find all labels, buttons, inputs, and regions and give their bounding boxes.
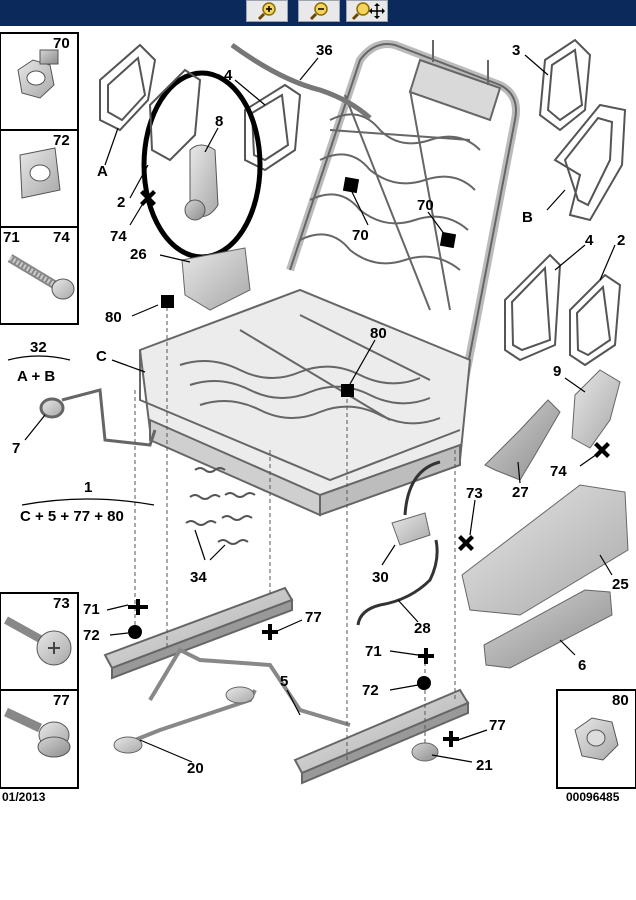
magnifier-move-icon [351,2,385,21]
magnifier-minus-icon [309,2,328,21]
foot-21 [411,742,439,762]
detail-circle-8 [141,68,263,260]
pan-button[interactable] [346,0,388,22]
springs-34 [185,467,256,545]
callout-74-a: 74 [110,228,127,245]
callout-25: 25 [612,576,629,593]
callout-80-a: 80 [105,309,122,326]
zoom-in-button[interactable] [246,0,288,22]
cable-28 [356,539,439,626]
callout-4-right: 4 [585,232,594,249]
foot-20 [113,736,143,754]
callout-77-a: 77 [305,609,322,626]
zoom-out-button[interactable] [298,0,340,22]
part-label-74: 74 [53,229,70,246]
part-label-77: 77 [53,692,70,709]
seat-rail-left [103,586,294,680]
callout-70-a: 70 [352,227,369,244]
callout-C: C [96,348,107,365]
alignment-lines [134,300,456,760]
screw-77-image [4,707,71,758]
part-label-71: 71 [3,229,20,246]
markers [128,176,610,747]
frame-part-3 [538,38,592,132]
wire-30 [403,460,441,516]
callout-2-left: 2 [117,194,125,211]
seat-back-frame [286,40,520,381]
magnifier-plus-icon [257,2,276,21]
callout-3: 3 [512,42,520,59]
left-lower-parts-panel [0,592,79,789]
toolbar [0,0,636,26]
part-label-80: 80 [612,692,629,709]
frame-part-A [99,43,157,132]
callout-A-plus-B: A + B [17,368,55,385]
callout-7: 7 [12,440,20,457]
callout-27: 27 [512,484,529,501]
screw-73-image [4,616,72,666]
callout-72-b: 72 [362,682,379,699]
bracket-26 [181,247,251,311]
diagram-reference: 00096485 [566,790,620,804]
callout-2-right: 2 [617,232,625,249]
leader-lines [7,54,616,763]
callout-26: 26 [130,246,147,263]
callout-32: 32 [30,339,47,356]
bar-5 [148,647,351,727]
frame-part-2-right [569,273,622,367]
right-parts-panel [556,689,636,789]
callout-A: A [97,163,108,180]
callout-72-a: 72 [83,627,100,644]
callout-70-b: 70 [417,197,434,214]
callout-71-a: 71 [83,601,100,618]
diagram-date: 01/2013 [2,790,46,804]
part-label-73: 73 [53,595,70,612]
callout-C-5-77-80: C + 5 + 77 + 80 [20,508,124,525]
callout-labels: 36 3 4 8 70 70 A 2 74 B 4 2 26 80 80 32 … [12,42,629,777]
cover-6 [483,589,613,669]
callout-1: 1 [84,479,92,496]
side-cover-25 [461,484,629,616]
callout-4-left: 4 [224,67,233,84]
cable-36 [230,42,372,120]
seat-rail-right [293,688,470,785]
frame-part-4-right [504,253,562,362]
callout-B: B [522,209,533,226]
washer-72-image [19,147,61,199]
callout-28: 28 [414,620,431,637]
part-label-72: 72 [53,132,70,149]
callout-34: 34 [190,569,207,586]
callout-74-b: 74 [550,463,567,480]
callout-9: 9 [553,363,561,380]
left-parts-panel [0,32,79,325]
cover-9 [571,369,621,449]
callout-30: 30 [372,569,389,586]
callout-71-b: 71 [365,643,382,660]
seat-exploded-diagram: 70 72 71 74 73 77 80 [0,32,636,789]
frame-part-4-left [244,83,302,172]
callout-36: 36 [316,42,333,59]
part-label-70: 70 [53,35,70,52]
callout-6: 6 [578,657,586,674]
seat-base-frame [138,288,472,517]
callout-21: 21 [476,757,493,774]
bracket-30 [391,512,431,546]
callout-20: 20 [187,760,204,777]
callout-73: 73 [466,485,483,502]
callout-80-b: 80 [370,325,387,342]
frame-part-B [553,103,627,222]
callout-5: 5 [280,673,288,690]
callout-8: 8 [215,113,223,130]
nut-70-image [17,49,59,99]
trim-27 [484,399,561,481]
bolt-71-74-image [7,254,75,300]
lever-7 [39,388,157,447]
callout-77-b: 77 [489,717,506,734]
